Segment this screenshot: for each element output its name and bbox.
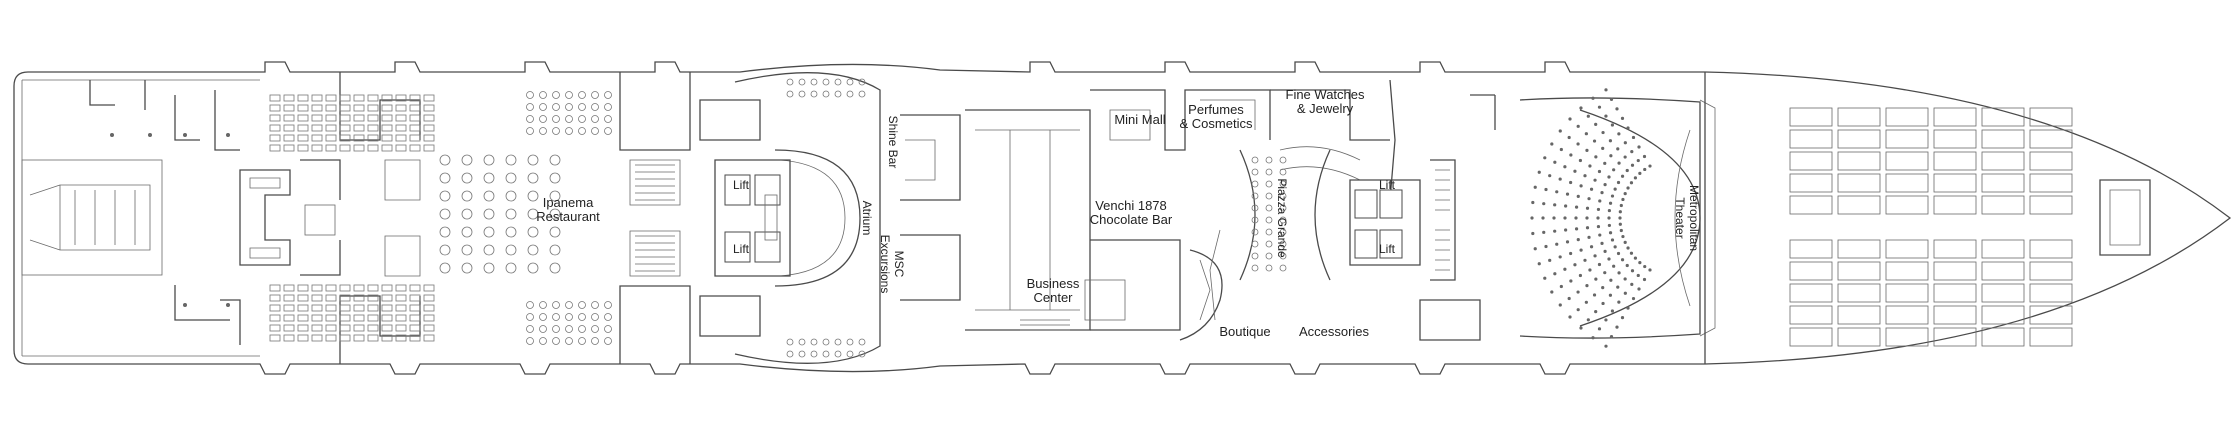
- label-lift-forward-bottom: Lift: [1379, 242, 1396, 256]
- hull-outline: [13, 61, 2232, 375]
- label-perfumes-cosmetics: Perfumes& Cosmetics: [1180, 102, 1253, 131]
- lift-lobby-aft: [619, 72, 761, 364]
- label-lift-aft-bottom: Lift: [733, 242, 750, 256]
- label-msc-excursions: MSCExcursions: [878, 235, 906, 294]
- label-lift-forward-top: Lift: [1379, 178, 1396, 192]
- label-accessories: Accessories: [1299, 324, 1370, 339]
- shine-bar-area: [900, 114, 961, 201]
- metropolitan-theater: [1519, 88, 1716, 348]
- lift-lobby-forward: [1349, 94, 1496, 341]
- label-shine-bar: Shine Bar: [886, 116, 900, 169]
- stern-area: [21, 80, 241, 345]
- ipanema-seating: [269, 91, 612, 345]
- label-piazza-grande: Piazza Grande: [1275, 178, 1289, 258]
- label-fine-watches-jewelry: Fine Watches& Jewelry: [1286, 87, 1365, 116]
- label-boutique: Boutique: [1219, 324, 1270, 339]
- label-mini-mall: Mini Mall: [1114, 112, 1165, 127]
- aft-galley: [239, 72, 421, 364]
- piazza-grande-area: [1209, 149, 1331, 321]
- label-lift-aft-top: Lift: [733, 178, 750, 192]
- label-metropolitan-theater: MetropolitanTheater: [1673, 185, 1701, 251]
- atrium-area: [714, 72, 881, 364]
- label-atrium: Atrium: [860, 201, 874, 236]
- bow-cabins: [1704, 72, 2151, 364]
